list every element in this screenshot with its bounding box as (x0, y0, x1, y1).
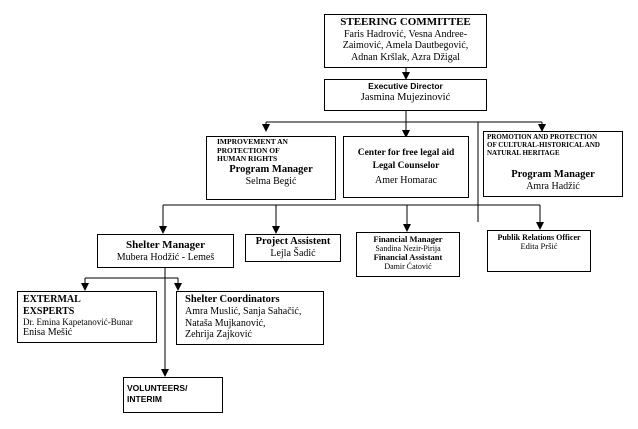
pr-officer-box: Publik Relations Officer Edita Pršić (487, 230, 591, 272)
shelter-coordinators-box: Shelter Coordinators Amra Muslić, Sanja … (176, 291, 324, 345)
human-rights-box: IMPROVEMENT AN PROTECTION OF HUMAN RIGHT… (206, 136, 336, 200)
pr-officer-title: Publik Relations Officer (497, 233, 581, 242)
shelter-manager-title: Shelter Manager (126, 239, 205, 251)
shelter-manager-name: Mubera Hodžić - Lemeš (116, 251, 215, 263)
steering-members-line-2: Zaimović, Amela Dautbegović, (342, 40, 469, 52)
shelter-coordinators-line-1: Amra Muslić, Sanja Sahačić, (185, 306, 302, 318)
shelter-coordinators-title: Shelter Coordinators (185, 294, 280, 305)
heritage-title-line-1: PROMOTION AND PROTECTION (487, 133, 598, 141)
project-assistant-box: Project Assistent Lejla Šadić (245, 234, 341, 262)
human-rights-title-line-3: HUMAN RIGHTS (217, 154, 278, 164)
legal-counselor-role: Legal Counselor (372, 161, 440, 172)
human-rights-role: Program Manager (229, 163, 313, 175)
external-expert-name-2: Enisa Mešić (23, 327, 73, 339)
steering-committee-box: STEERING COMMITTEE Faris Hadrović, Vesna… (324, 14, 487, 68)
legal-aid-title: Center for free legal aid (357, 148, 455, 158)
executive-director-name: Jasmina Mujezinović (360, 91, 451, 103)
legal-counselor-name: Amer Homarac (375, 174, 437, 186)
external-experts-title-line-2: EXSPERTS (23, 305, 75, 317)
executive-director-title: Executive Director (368, 81, 443, 91)
pr-officer-name: Edita Pršić (520, 241, 558, 252)
external-expert-name-1: Dr. Emina Kapetanović-Bunar (23, 317, 133, 327)
executive-director-box: Executive Director Jasmina Mujezinović (324, 79, 487, 111)
financial-manager-name: Sandina Nezir-Pirija (375, 243, 441, 253)
heritage-role: Program Manager (511, 169, 595, 181)
external-experts-box: EXTERMAL EXSPERTS Dr. Emina Kapetanović-… (17, 291, 157, 343)
volunteers-title-line-2: INTERIM (127, 394, 162, 405)
steering-members-line-1: Faris Hadrović, Vesna Andree- (343, 28, 468, 40)
financial-assistant-title: Financial Assistant (373, 252, 443, 263)
heritage-title-line-3: NATURAL HERITAGE (487, 149, 560, 158)
shelter-coordinators-line-2: Nataša Mujkanović, (185, 317, 266, 329)
project-assistant-title: Project Assistent (255, 236, 331, 247)
financial-assistant-name: Damir Ćatović (384, 261, 432, 271)
steering-committee-title: STEERING COMMITTEE (340, 16, 471, 28)
human-rights-title-line-1: IMPROVEMENT AN (217, 137, 288, 146)
human-rights-name: Selma Begić (245, 175, 297, 187)
steering-members-line-3: Adnan Kršlak, Azra Džigal (351, 51, 460, 63)
finance-box: Financial Manager Sandina Nezir-Pirija F… (356, 232, 460, 277)
shelter-manager-box: Shelter Manager Mubera Hodžić - Lemeš (97, 234, 234, 268)
external-experts-title-line-1: EXTERMAL (23, 294, 81, 305)
legal-aid-box: Center for free legal aid Legal Counselo… (343, 136, 469, 198)
heritage-title-line-2: OF CULTURAL-HISTORICAL AND (487, 141, 600, 150)
volunteers-box: VOLUNTEERS/ INTERIM (123, 377, 223, 413)
project-assistant-name: Lejla Šadić (270, 248, 316, 260)
financial-manager-title: Financial Manager (373, 234, 443, 244)
volunteers-title-line-1: VOLUNTEERS/ (127, 383, 188, 393)
heritage-name: Amra Hadžić (526, 181, 580, 193)
shelter-coordinators-line-3: Zehrija Zajković (185, 329, 252, 341)
human-rights-title-line-2: PROTECTION OF (217, 145, 280, 155)
heritage-box: PROMOTION AND PROTECTION OF CULTURAL-HIS… (483, 131, 623, 197)
